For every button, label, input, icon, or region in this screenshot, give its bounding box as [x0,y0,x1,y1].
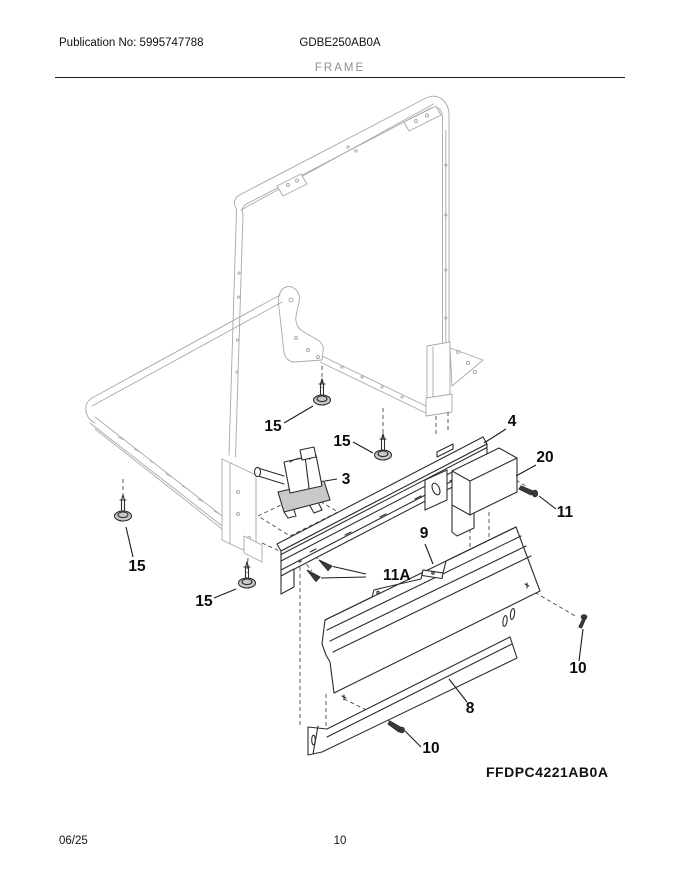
leveling-foot [312,378,332,406]
callout-label: 9 [420,525,429,542]
publication-number: Publication No: 5995747788 [59,37,204,49]
screw-10-right [578,614,588,629]
leveling-foot [113,494,133,522]
callout-label: 20 [536,449,553,466]
footer-date: 06/25 [59,835,88,847]
header-rule [55,77,625,78]
section-title: FRAME [314,62,366,74]
part-toe-kick-panel [307,526,541,756]
leveling-foot [373,433,393,461]
callout-label: 15 [128,558,146,575]
screws-11a [306,559,333,583]
screw-10-left [387,720,405,734]
callout-labels: 15 15 3 4 20 11 9 11A 15 15 10 8 10 [128,413,586,757]
side-bracket [277,286,324,363]
callout-label: 10 [422,740,439,757]
frame-weldment [85,95,484,563]
callout-label: 8 [466,700,475,717]
callout-label: 10 [569,660,586,677]
base-rail-slots [117,436,236,526]
leveling-feet [113,378,393,589]
callout-label: 15 [333,433,351,450]
top-rail-tab-left [276,173,308,197]
top-rail-tab-right [403,105,442,132]
diagram-code: FFDPC4221AB0A [486,764,609,780]
callout-leaders [125,405,584,748]
callout-label: 3 [342,471,351,488]
callout-label: 4 [508,413,517,430]
part-junction-box [451,447,518,537]
part-top-brace [324,526,517,621]
screw-11 [518,485,539,498]
rail-latch-bracket [424,469,448,511]
leveling-foot [237,561,257,589]
model-number: GDBE250AB0A [299,37,381,49]
footer-page-number: 10 [333,835,347,847]
callout-label: 15 [264,418,282,435]
callout-label: 11A [383,567,411,584]
callout-label: 15 [195,593,213,610]
right-post-bracket [426,341,451,403]
callout-label: 11 [557,504,574,521]
part-inlet-valve [253,446,331,519]
